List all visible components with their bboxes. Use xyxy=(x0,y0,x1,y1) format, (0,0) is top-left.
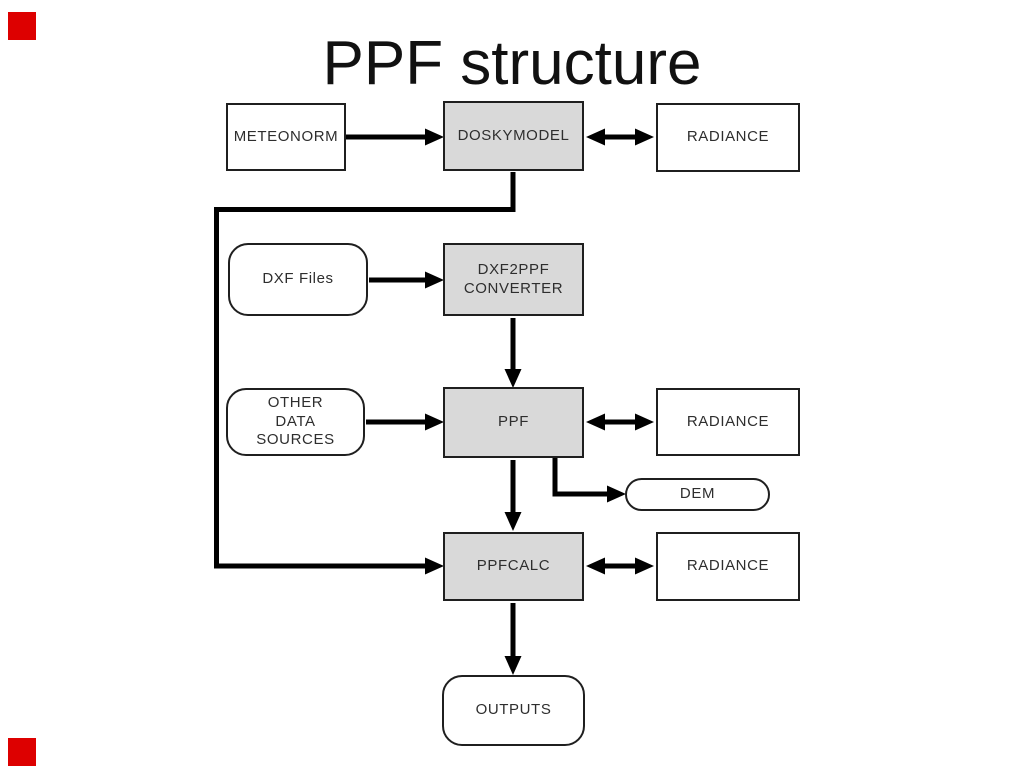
connector-dxf2ppf-ppf xyxy=(504,318,522,388)
node-radiance-mid: RADIANCE xyxy=(656,388,800,456)
node-ppfcalc: PPFCALC xyxy=(443,532,584,601)
node-label: PPFCALC xyxy=(476,557,551,575)
node-meteonorm: METEONORM xyxy=(226,103,346,171)
node-dem: DEM xyxy=(625,478,770,511)
node-label: DXF Files xyxy=(262,270,334,288)
connector-ppf-dem xyxy=(552,458,626,503)
red-corner-square-top-left xyxy=(8,12,36,40)
node-label: OTHER DATA SOURCES xyxy=(256,393,335,449)
connector-ppf-ppfcalc xyxy=(504,460,522,531)
node-dxf-files: DXF Files xyxy=(228,243,368,316)
connector-ppfcalc-radiance xyxy=(586,557,654,575)
connector-othersources-ppf xyxy=(366,413,444,431)
node-outputs: OUTPUTS xyxy=(442,675,585,746)
connector-ppf-radiance xyxy=(586,413,654,431)
node-label: OUTPUTS xyxy=(475,701,552,719)
red-corner-square-bottom-left xyxy=(8,738,36,766)
node-label: RADIANCE xyxy=(686,557,770,575)
connector-dxffiles-dxf2ppf xyxy=(369,271,444,289)
node-radiance-top: RADIANCE xyxy=(656,103,800,172)
node-radiance-bottom: RADIANCE xyxy=(656,532,800,601)
connector-ppfcalc-outputs xyxy=(504,603,522,675)
node-label: DOSKYMODEL xyxy=(457,126,570,144)
node-label: PPF xyxy=(498,413,529,431)
node-ppf: PPF xyxy=(443,387,584,458)
node-label: RADIANCE xyxy=(686,412,770,430)
node-label: DXF2PPF CONVERTER xyxy=(463,260,564,297)
node-label: METEONORM xyxy=(233,127,339,145)
slide-title: PPF structure xyxy=(322,29,702,98)
node-label: RADIANCE xyxy=(686,128,770,146)
node-label: DEM xyxy=(679,485,716,503)
connector-doskymodel-radiance xyxy=(586,128,654,146)
node-dxf2ppf-converter: DXF2PPF CONVERTER xyxy=(443,243,584,316)
connector-meteonorm-doskymodel xyxy=(346,128,444,146)
node-doskymodel: DOSKYMODEL xyxy=(443,101,584,171)
connector-doskymodel-ppfcalc xyxy=(214,172,516,575)
node-other-data-sources: OTHER DATA SOURCES xyxy=(226,388,365,456)
